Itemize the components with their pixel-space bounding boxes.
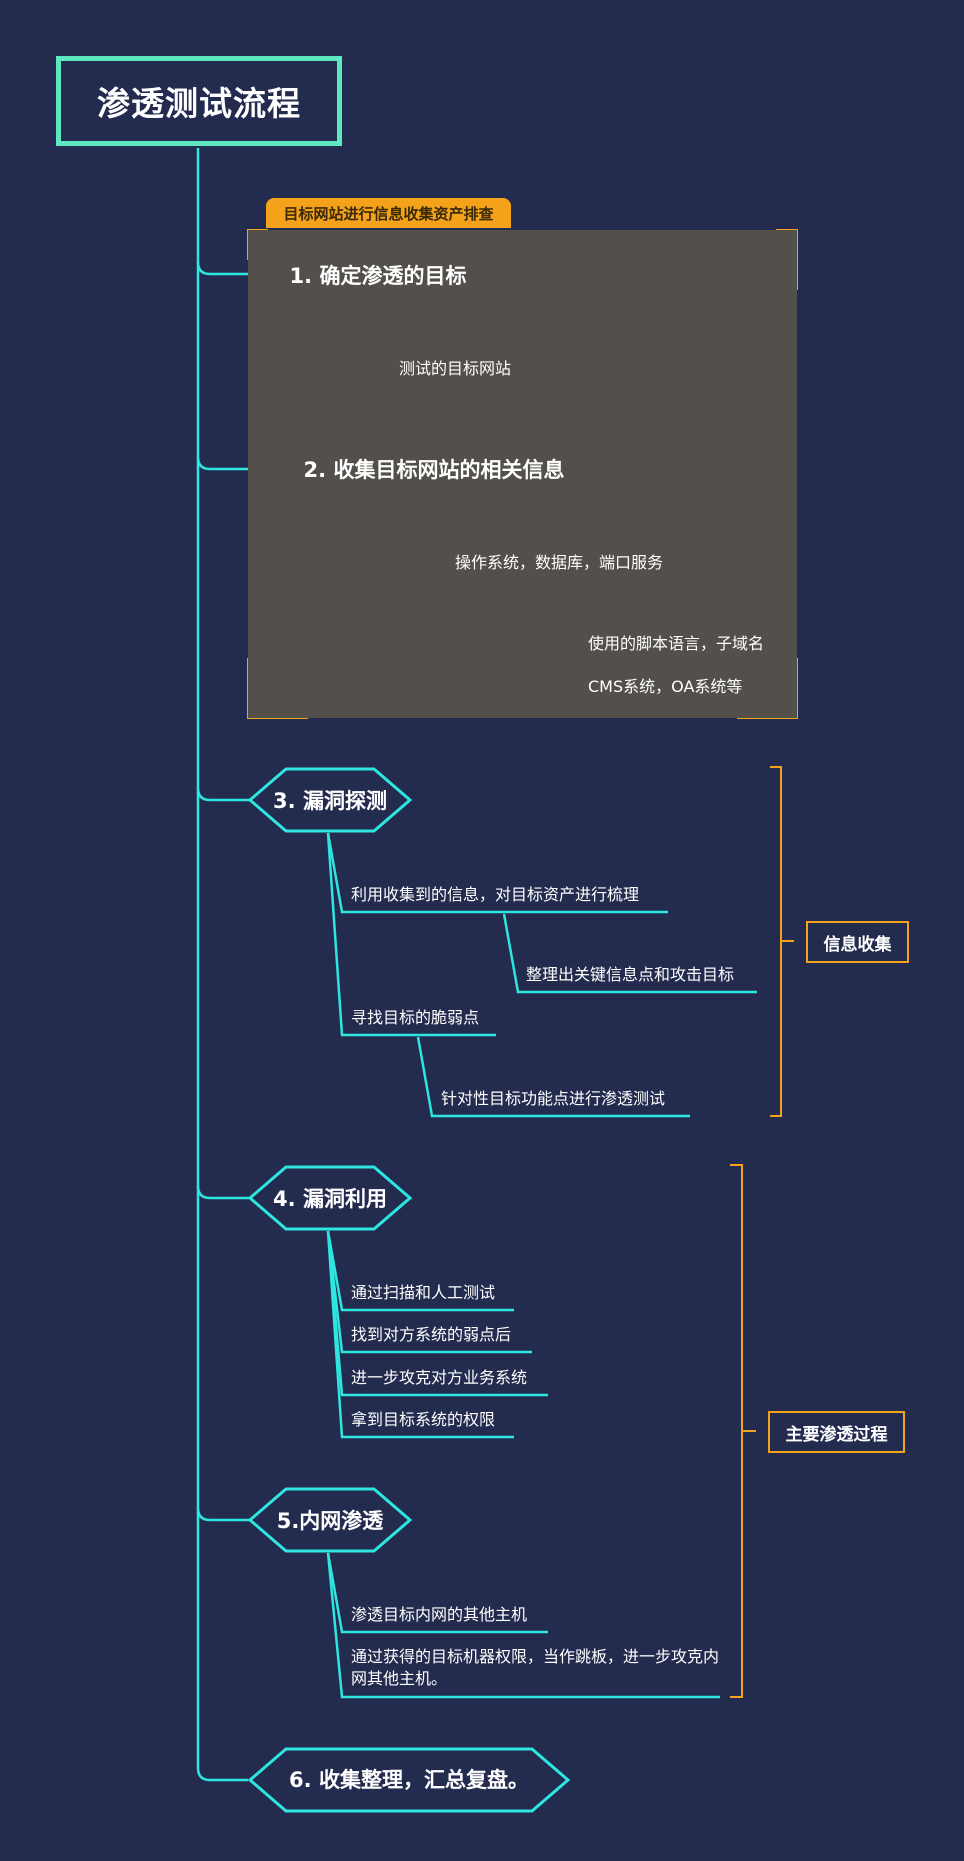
leaf-line-key-points [502,913,757,994]
branch-step-4 [196,1185,250,1200]
bracket-main-process [730,1164,743,1698]
summary-tag[interactable]: 目标网站进行信息收集资产排查 [266,198,511,228]
leaf-scan-manual[interactable]: 通过扫描和人工测试 [351,1283,496,1302]
step-3-label[interactable]: 3. 漏洞探测 [273,789,387,813]
bracket-info-gathering-label[interactable]: 信息收集 [806,921,909,963]
leaf-line-intranet-hosts [326,1552,548,1634]
leaf-weak-points[interactable]: 寻找目标的脆弱点 [351,1008,480,1027]
hexagon-step-5 [247,1487,413,1553]
leaf-gain-privilege[interactable]: 拿到目标系统的权限 [351,1410,496,1429]
leaf-line-targeted-test [416,1036,690,1118]
leaf-line-gain-privilege [326,1230,514,1439]
main-spine [196,148,248,1782]
leaf-target-site[interactable]: 测试的目标网站 [399,359,512,378]
leaf-line-weak-points [326,832,496,1037]
hexagon-step-4 [247,1165,413,1231]
leaf-pivot[interactable]: 通过获得的目标机器权限，当作跳板，进一步攻克内网其他主机。 [351,1647,720,1688]
step-1-label[interactable]: 1. 确定渗透的目标 [289,264,467,288]
leaf-attack-business[interactable]: 进一步攻克对方业务系统 [351,1368,528,1387]
leaf-organize-assets[interactable]: 利用收集到的信息，对目标资产进行梳理 [351,885,640,904]
bracket-info-gathering [770,766,782,1117]
branch-step-2 [196,456,262,471]
leaf-line-scan-manual [326,1230,514,1312]
leaf-line-organize-assets [326,832,668,914]
leaf-intranet-hosts[interactable]: 渗透目标内网的其他主机 [351,1605,528,1624]
summary-area [248,230,797,718]
step-5-label[interactable]: 5.内网渗透 [276,1509,384,1533]
leaf-targeted-test[interactable]: 针对性目标功能点进行渗透测试 [441,1089,666,1108]
branch-step-1 [196,261,262,276]
step-2-label[interactable]: 2. 收集目标网站的相关信息 [303,458,565,482]
root-topic[interactable]: 渗透测试流程 [56,56,342,146]
step-4-label[interactable]: 4. 漏洞利用 [273,1187,387,1211]
branch-step-3 [196,787,250,802]
leaf-line-pivot [326,1552,720,1699]
leaf-key-points[interactable]: 整理出关键信息点和攻击目标 [526,965,735,984]
branch-step-5 [196,1507,250,1522]
hexagon-step-6 [247,1747,571,1813]
leaf-find-weakness[interactable]: 找到对方系统的弱点后 [351,1325,512,1344]
summary-corner-br [737,658,798,719]
bracket-main-process-label[interactable]: 主要渗透过程 [768,1411,905,1453]
leaf-os-db-ports[interactable]: 操作系统，数据库，端口服务 [455,553,664,572]
step-6-label[interactable]: 6. 收集整理，汇总复盘。 [289,1768,529,1792]
leaf-script-subdomain[interactable]: 使用的脚本语言，子域名 [588,634,765,653]
leaf-cms-oa[interactable]: CMS系统，OA系统等 [588,677,743,696]
hexagon-step-3 [247,767,413,833]
